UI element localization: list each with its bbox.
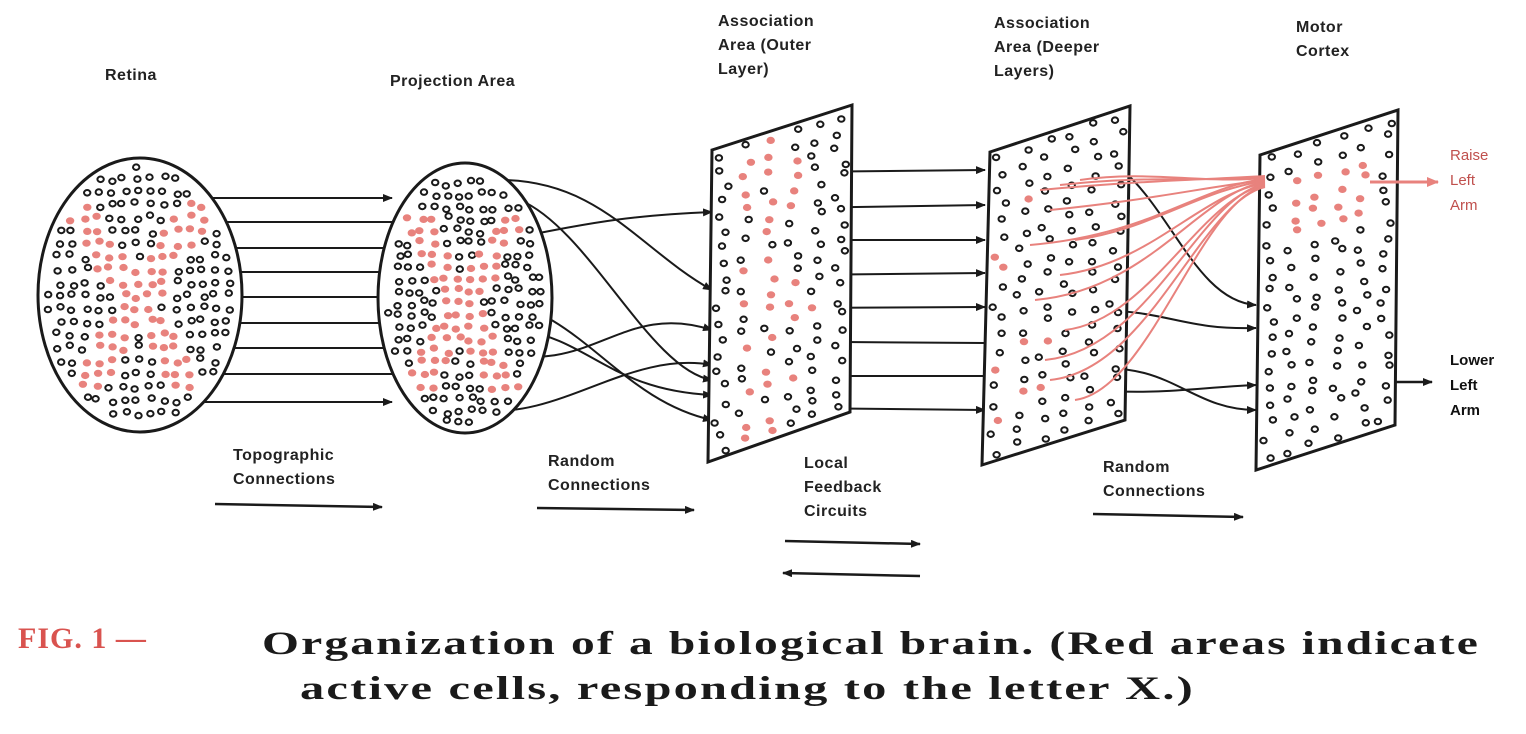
- svg-text:Feedback: Feedback: [804, 479, 882, 496]
- svg-text:Layer): Layer): [718, 61, 769, 78]
- caption-line-1: Organization of a biological brain. (Red…: [262, 626, 1480, 662]
- svg-text:Left: Left: [1450, 377, 1478, 394]
- svg-text:Raise: Raise: [1450, 147, 1488, 164]
- active-connection-lines: [1029, 175, 1439, 401]
- svg-text:Random: Random: [548, 453, 615, 470]
- motor-cortex-shape: [1254, 107, 1400, 473]
- projection-area-label: Projection Area: [390, 73, 515, 90]
- local-feedback-circuits-label: Local Feedback Circuits: [804, 455, 882, 520]
- lower-left-arm-label: Lower Left Arm: [1450, 352, 1494, 419]
- svg-text:Motor: Motor: [1296, 19, 1343, 36]
- svg-text:Area (Outer: Area (Outer: [718, 37, 812, 54]
- figure-number: FIG. 1 —: [18, 622, 147, 655]
- svg-text:Association: Association: [994, 15, 1090, 32]
- svg-text:Connections: Connections: [548, 477, 650, 494]
- association-deeper-shape: [980, 103, 1132, 468]
- cell-dots: [43, 115, 1397, 462]
- svg-text:Local: Local: [804, 455, 848, 472]
- motor-cortex-label: Motor Cortex: [1296, 19, 1350, 60]
- svg-text:Area (Deeper: Area (Deeper: [994, 39, 1100, 56]
- legend-arrows: [214, 502, 1244, 578]
- svg-text:Random: Random: [1103, 459, 1170, 476]
- svg-text:Arm: Arm: [1450, 402, 1480, 419]
- association-outer-shape: [706, 102, 854, 465]
- raise-left-arm-label: Raise Left Arm: [1450, 147, 1488, 214]
- svg-text:Connections: Connections: [1103, 483, 1205, 500]
- caption-line-2: active cells, responding to the letter X…: [300, 671, 1195, 707]
- topographic-connections-label: Topographic Connections: [233, 447, 335, 488]
- association-outer-label: Association Area (Outer Layer): [718, 13, 814, 78]
- svg-text:Lower: Lower: [1450, 352, 1494, 369]
- svg-text:Layers): Layers): [994, 63, 1054, 80]
- random-connections-label-2: Random Connections: [1103, 459, 1205, 500]
- svg-text:Association: Association: [718, 13, 814, 30]
- association-deeper-label: Association Area (Deeper Layers): [994, 15, 1100, 80]
- random-connections-label-1: Random Connections: [548, 453, 650, 494]
- projection-area-shape: [376, 161, 554, 435]
- svg-text:Left: Left: [1450, 172, 1476, 189]
- svg-text:Topographic: Topographic: [233, 447, 334, 464]
- svg-text:Arm: Arm: [1450, 197, 1478, 214]
- svg-text:Circuits: Circuits: [804, 503, 868, 520]
- retina-label: Retina: [105, 67, 157, 84]
- svg-text:Cortex: Cortex: [1296, 43, 1350, 60]
- svg-text:Connections: Connections: [233, 471, 335, 488]
